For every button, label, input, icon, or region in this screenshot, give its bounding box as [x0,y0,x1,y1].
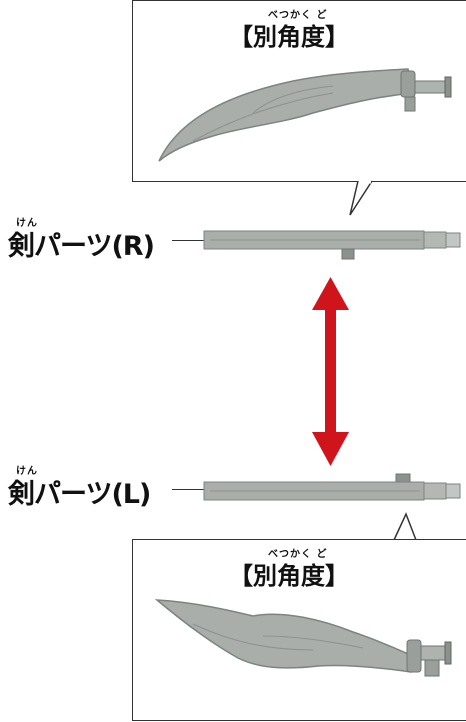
bottom-alternate-angle-blade-image [154,599,452,677]
top-callout-ruby: べつかく ど [268,10,328,21]
part-left-ruby: けん [16,466,38,477]
part-left-label: 剣パーツ(L) [8,479,151,510]
part-right-ruby: けん [16,218,38,229]
bottom-callout-heading: 【別角度】 [229,562,349,590]
top-callout-panel: べつかく ど 【別角度】 [132,0,466,182]
part-right-leader-line [172,240,204,241]
top-callout-heading: 【別角度】 [229,23,349,51]
bottom-callout-ruby: べつかく ど [268,549,328,560]
part-right-label: 剣パーツ(R) [8,231,155,262]
bottom-callout-panel: べつかく ど 【別角度】 [132,539,466,721]
top-alternate-angle-blade-image [158,68,452,162]
part-left-leader-line [172,489,204,490]
